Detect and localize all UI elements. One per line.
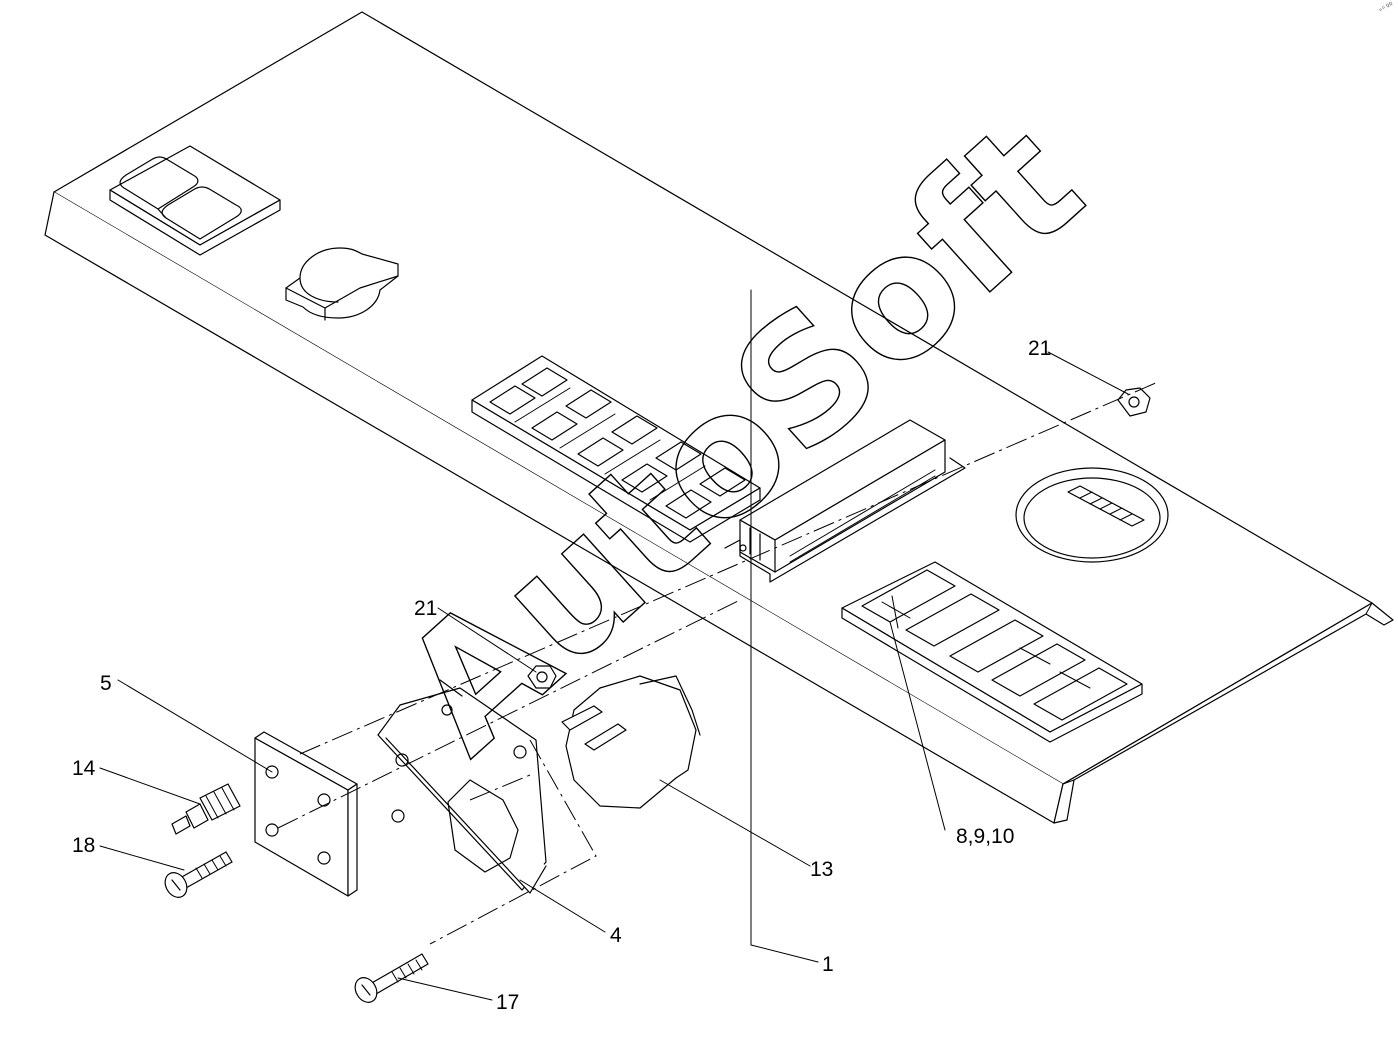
callout-17: 17 bbox=[496, 991, 519, 1014]
callout-4: 4 bbox=[610, 924, 622, 947]
callout-21-left: 21 bbox=[414, 597, 437, 620]
square-plate bbox=[254, 731, 358, 897]
indicator-lamp bbox=[171, 783, 241, 835]
callout-21-right: 21 bbox=[1028, 337, 1051, 360]
double-rocker-switch bbox=[109, 145, 281, 256]
screw-18 bbox=[164, 851, 233, 898]
callout-13: 13 bbox=[810, 858, 833, 881]
callout-5: 5 bbox=[100, 672, 112, 695]
callout-14: 14 bbox=[72, 757, 96, 780]
right-switch-bank bbox=[841, 561, 1143, 743]
callout-labels: 1 4 5 8,9,10 13 14 17 18 21 21 bbox=[72, 337, 1051, 1014]
connector-housing bbox=[724, 419, 966, 583]
mounting-bracket bbox=[377, 679, 547, 894]
round-filler-cap bbox=[285, 247, 399, 321]
screw-17 bbox=[354, 953, 429, 1003]
dashboard-panel bbox=[44, 11, 1394, 824]
hex-nut-right bbox=[1117, 387, 1151, 417]
callout-18: 18 bbox=[72, 834, 95, 857]
center-switch-bank bbox=[471, 355, 761, 543]
leader-lines bbox=[99, 351, 1129, 1001]
center-lines bbox=[277, 381, 1159, 945]
callout-8-9-10: 8,9,10 bbox=[956, 825, 1014, 848]
cable-gland bbox=[561, 675, 701, 809]
callout-1: 1 bbox=[822, 953, 834, 976]
hour-meter-gauge bbox=[1015, 467, 1169, 563]
